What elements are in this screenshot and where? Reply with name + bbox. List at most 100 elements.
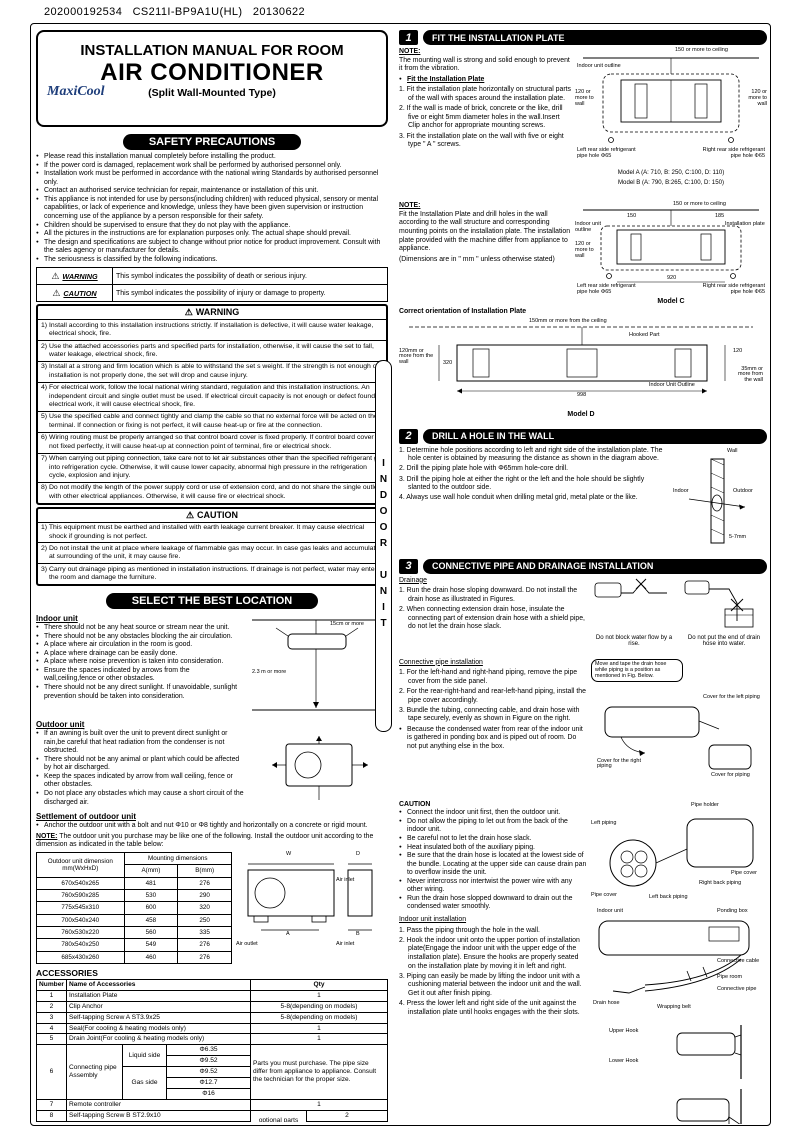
- cell: Remote controller: [66, 1098, 251, 1111]
- section1-title: FIT THE INSTALLATION PLATE: [423, 30, 767, 45]
- drain-rise-figure: Do not block water flow by a rise.: [591, 577, 677, 657]
- drainage-subtitle: Drainage: [399, 576, 427, 584]
- s3-caution-item: Run the drain hose slopped downward to d…: [399, 895, 587, 912]
- fig-label: Indoor unit outline: [577, 63, 621, 69]
- installation-plate-figure-d: 150mm or more from the ceiling Hooked Pa…: [399, 318, 763, 425]
- cell: 320: [177, 901, 232, 915]
- cover-piping-label: Cover for piping: [711, 771, 750, 778]
- outdoor-label: Outdoor: [733, 487, 753, 494]
- cell: 250: [177, 913, 232, 927]
- cell: 560: [123, 925, 179, 940]
- cell: 2: [306, 1109, 388, 1122]
- cell: Remote controller holder: [66, 1120, 251, 1122]
- manual-title-line1: INSTALLATION MANUAL FOR ROOM: [80, 42, 344, 59]
- safety-bullet-list: Please read this installation manual com…: [36, 153, 388, 264]
- connective-pipe-label: Connective pipe: [717, 985, 757, 992]
- wall-label: Wall: [727, 447, 738, 454]
- accessory-row: 6 Connecting pipe Assembly Liquid side Φ…: [36, 1044, 388, 1100]
- caution-install-text: CAUTION Connect the indoor unit first, t…: [399, 801, 587, 1124]
- indoor-bullet: Ensure the spaces indicated by arrows fr…: [36, 667, 242, 684]
- installation-plate-figure-c: 150 or more to ceiling 150 185 Installat…: [575, 201, 767, 306]
- note-label: NOTE:: [399, 48, 421, 55]
- section1-note1: NOTE:The mounting wall is strong and sol…: [399, 48, 571, 74]
- header-number: Number: [36, 978, 67, 991]
- warning-triangle-icon: ⚠: [52, 287, 61, 298]
- cell: 9: [36, 1120, 67, 1122]
- install-step: 1. Pass the piping through the hole in t…: [399, 926, 540, 934]
- fig-label: Hooked Part: [629, 331, 660, 338]
- pipe-cover-label: Pipe cover: [731, 869, 757, 876]
- fig-label: 120 or more to wall: [748, 89, 767, 107]
- move-tape-note: Move and tape the drain hose while pipin…: [591, 658, 683, 683]
- cell: 670x540x265: [36, 876, 125, 890]
- cell: Self-tapping Screw A ST3.9x25: [66, 1011, 251, 1024]
- drain-water-figure: Do not put the end of drain hose into wa…: [681, 577, 767, 657]
- table-row: A(mm) B(mm): [37, 864, 232, 878]
- caution-label: CAUTION: [63, 288, 97, 298]
- settlement-bullet: Anchor the outdoor unit with a bolt and …: [36, 822, 388, 831]
- right-column: 1 FIT THE INSTALLATION PLATE NOTE:The mo…: [399, 28, 767, 1124]
- safety-bullet: The seriousness is classified by the fol…: [36, 256, 388, 265]
- table-header-row: Number Name of Accessories Qty: [36, 978, 388, 991]
- drain-hose-label: Drain hose: [593, 999, 620, 1006]
- cell: 760x530x220: [36, 925, 125, 940]
- connective-cable-label: Connective cable: [717, 957, 760, 964]
- mounting-col-header: Mounting dimensions: [123, 851, 233, 866]
- pipe-note-bullet: Because the condensed water from rear of…: [399, 726, 587, 752]
- b-header: B(mm): [177, 864, 232, 878]
- warning-box-title: ⚠WARNING: [38, 306, 386, 321]
- outdoor-mounting-figure: W D A B Air inlet Air outlet Air inlet: [236, 851, 388, 964]
- fig-label: Right rear side refrigerant pipe hole Φ6…: [702, 147, 765, 159]
- dim-col-header: Outdoor unit dimension mm(WxHxD): [36, 851, 125, 878]
- section2-text: 1. Determine hole positions according to…: [399, 447, 667, 557]
- air-inlet-label: Air inlet: [336, 876, 355, 883]
- outdoor-bullet: There should not be any animal or plant …: [36, 756, 248, 773]
- cell: Φ16: [166, 1087, 251, 1100]
- safety-bullet: This appliance is not intended for use b…: [36, 196, 388, 222]
- pipe-holder-label: Pipe holder: [691, 801, 719, 808]
- model-d-caption: Model D: [567, 410, 595, 418]
- s1-step: 2. If the wall is made of brick, concret…: [399, 105, 563, 130]
- cell: Parts you must purchase. The pipe size d…: [250, 1044, 388, 1100]
- indoor-label: Indoor: [673, 487, 689, 494]
- note-text: Fit the Installation Plate and drill hol…: [399, 210, 571, 253]
- outdoor-bullet: If an awning is built over the unit to p…: [36, 730, 248, 756]
- manual-title-line3: (Split Wall-Mounted Type): [148, 87, 276, 99]
- warning-box-title-text: WARNING: [195, 307, 240, 318]
- cover-left-label: Cover for the left piping: [703, 693, 760, 700]
- indoor-bullet: A place where noise prevention is taken …: [36, 658, 242, 667]
- drainage-step: 1. Run the drain hose sloping downward. …: [399, 587, 578, 603]
- s3-caution-item: Be sure that the drain hose is located a…: [399, 852, 587, 878]
- s2-step: 3. Drill the piping hole at either the r…: [399, 475, 645, 492]
- model-b-caption: Model B (A: 790, B:265, C:100, D: 150): [617, 179, 725, 186]
- indoor-bullet: There should not be any heat source or s…: [36, 624, 242, 633]
- drain-rise-caption: Do not block water flow by a rise.: [595, 633, 673, 648]
- pipe-room-label: Pipe room: [717, 973, 743, 980]
- section1-note2-text: NOTE:Fit the Installation Plate and dril…: [399, 202, 571, 306]
- a-header: A(mm): [123, 864, 179, 878]
- indoor-bullet: There should not be any direct sunlight.…: [36, 684, 242, 701]
- safety-bullet: Please read this installation manual com…: [36, 153, 388, 162]
- section3-figure-column: Pipe holder Pipe cover Left piping Pipe …: [591, 801, 767, 1124]
- fig-label: 150: [627, 213, 637, 219]
- install-step: 3. Piping can easily be made by lifting …: [399, 972, 582, 997]
- fig-label: 320: [443, 359, 453, 366]
- indoor-unit-label: Indoor unit: [597, 907, 623, 914]
- strip-word-unit: UNIT: [378, 570, 389, 634]
- cell: 600: [123, 901, 179, 915]
- outdoor-location-text: Outdoor unit If an awning is built over …: [36, 718, 248, 810]
- cell: Self-tapping Screw B ST2.9x10: [66, 1109, 251, 1122]
- cell: 685x430x260: [36, 950, 125, 964]
- cell: 5-8(depending on models): [250, 1000, 388, 1013]
- installation-plate-figure-ab: 150 or more to ceiling Indoor unit outli…: [575, 47, 767, 200]
- section1-text: NOTE:The mounting wall is strong and sol…: [399, 48, 571, 200]
- slant-dim-label: 5-7mm: [729, 533, 747, 540]
- hazard-symbol-table: ⚠WARNING This symbol indicates the possi…: [36, 267, 388, 303]
- model-a-caption: Model A (A: 710, B: 250, C:100, D: 110): [617, 169, 725, 176]
- safety-precautions-header: SAFETY PRECAUTIONS: [122, 134, 302, 150]
- fig-label: 120 or more to wall: [575, 241, 594, 259]
